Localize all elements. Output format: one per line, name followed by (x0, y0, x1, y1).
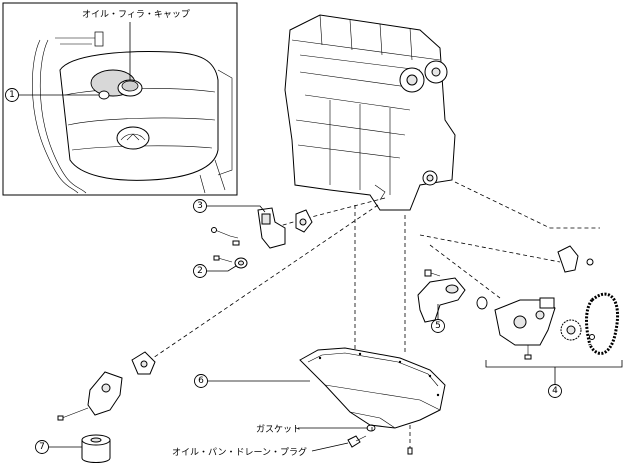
part-5-oil-strainer (417, 269, 488, 323)
drain-plug-and-gasket (347, 424, 376, 448)
oil-filler-cap-label: オイル・フィラ・キャップ (82, 9, 190, 20)
callout-4-number: 4 (552, 386, 558, 396)
callout-5-number: 5 (435, 321, 441, 331)
callout-1-number: 1 (9, 90, 15, 100)
part-6-oil-pan (299, 347, 446, 455)
callout-7-number: 7 (39, 442, 45, 452)
drain-plug-leader (311, 442, 349, 452)
callout-4: 4 (548, 384, 562, 398)
callout-2: 2 (193, 264, 237, 278)
callout-3: 3 (193, 199, 266, 213)
callout-7: 7 (35, 440, 82, 454)
part-4-oil-pump-assembly (485, 245, 623, 384)
gasket-label: ガスケット (256, 424, 301, 435)
callout-6-number: 6 (198, 376, 204, 386)
part-2-plug (213, 255, 248, 269)
oil-pan-drain-plug-label: オイル・パン・ドレーン・プラグ (172, 446, 307, 458)
engine-block (284, 14, 456, 211)
callout-3-number: 3 (197, 201, 203, 211)
assembly-lines (149, 181, 600, 448)
callout-5: 5 (431, 304, 445, 333)
callout-2-number: 2 (197, 266, 203, 276)
part-7-oil-filter-assembly (57, 351, 156, 463)
callout-6: 6 (194, 374, 310, 388)
callout-1: 1 (5, 88, 99, 102)
part-3-oil-pressure-assembly (211, 207, 313, 249)
inset-engine-cover (2, 2, 238, 196)
